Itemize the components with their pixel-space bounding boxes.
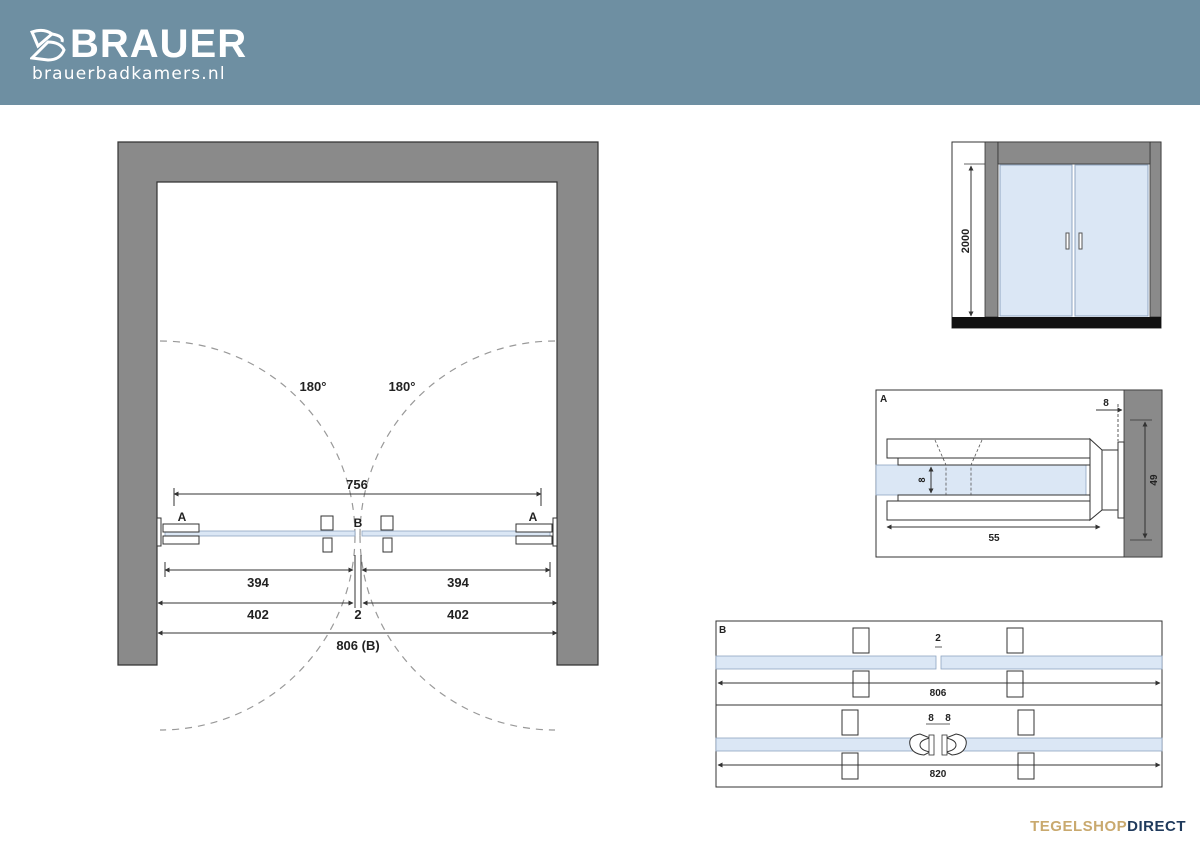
- brauer-logo-icon: [30, 28, 66, 62]
- swing-arc-right-inner: [359, 340, 556, 537]
- wall-plate-left: [156, 517, 162, 547]
- swing-arc-right-outer: [359, 535, 556, 731]
- detail-b-handle-bottom-left: [841, 709, 859, 736]
- handle-left-outer: [322, 537, 333, 553]
- label-a-left: A: [178, 510, 187, 524]
- detail-b-handle-top-right: [1006, 627, 1024, 654]
- detail-b-seal-left-label: 8: [928, 713, 934, 724]
- dim-806-label: 806 (B): [336, 638, 379, 653]
- detail-a-side-label: 49: [1149, 474, 1160, 486]
- detail-a: A 8 8 49 55: [875, 389, 1163, 558]
- elevation-door-left: [999, 164, 1073, 317]
- detail-a-clamp-top: [886, 438, 1091, 459]
- wall-niche: [117, 141, 599, 666]
- detail-b-glass-right-bottom: [959, 737, 1163, 752]
- brand-url: brauerbadkamers.nl: [32, 64, 226, 84]
- swing-arc-left-outer: [159, 535, 356, 731]
- detail-a-glass: [875, 464, 1087, 496]
- detail-b-glass-left-top: [715, 655, 937, 670]
- handle-right-outer: [382, 537, 393, 553]
- handle-left-inner: [320, 515, 334, 531]
- detail-b: B 2 806 8 8 820: [715, 620, 1163, 788]
- detail-a-wall: [1123, 389, 1163, 558]
- dim-394-right-label: 394: [447, 575, 469, 590]
- dim-gap-label: 2: [354, 607, 361, 622]
- label-b: B: [354, 516, 363, 530]
- dim-402-right-label: 402: [447, 607, 469, 622]
- header-bar: BRAUER brauerbadkamers.nl: [0, 0, 1200, 105]
- detail-b-seal-right-label: 8: [945, 713, 951, 724]
- elevation-wall-left: [984, 141, 999, 318]
- wall-plate-right: [552, 517, 558, 547]
- detail-b-glass-left-bottom: [715, 737, 917, 752]
- dim-756-label: 756: [346, 477, 368, 492]
- dim-402-left-label: 402: [247, 607, 269, 622]
- footer-logo: TEGELSHOPDIRECT: [1030, 818, 1186, 835]
- brand-name: BRAUER: [70, 22, 248, 66]
- detail-b-handle-bottom-right: [1017, 709, 1035, 736]
- detail-b-glass-right-top: [940, 655, 1163, 670]
- detail-a-glass-label: 8: [917, 477, 927, 482]
- elevation-floor: [952, 317, 1161, 328]
- elevation-view: 2000: [951, 141, 1162, 329]
- elevation-handle-right: [1078, 232, 1083, 250]
- angle-right-label: 180°: [389, 379, 416, 394]
- glass-panel-left: [164, 530, 356, 537]
- detail-a-hinge-body: [1089, 437, 1103, 522]
- dim-2000-label: 2000: [960, 229, 972, 253]
- footer-logo-part1: TEGELSHOP: [1030, 818, 1128, 835]
- detail-a-top-label: 8: [1103, 398, 1109, 409]
- label-a-right: A: [529, 510, 538, 524]
- detail-a-title: A: [880, 394, 887, 405]
- hinge-left-top: [162, 523, 200, 533]
- dim-394-left-label: 394: [247, 575, 269, 590]
- detail-b-806-label: 806: [930, 688, 947, 699]
- glass-panel-right: [361, 530, 551, 537]
- hinge-left-bottom: [162, 535, 200, 545]
- detail-a-wall-plate: [1117, 441, 1125, 519]
- swing-arc-left-inner: [159, 340, 356, 537]
- elevation-wall-right: [1149, 141, 1162, 318]
- elevation-lintel: [997, 141, 1151, 165]
- detail-b-gap-label: 2: [935, 633, 941, 644]
- plan-view: 180° 180° 756 A B A 394 394: [117, 141, 599, 731]
- hinge-right-bottom: [515, 535, 553, 545]
- hinge-right-top: [515, 523, 553, 533]
- handle-right-inner: [380, 515, 394, 531]
- detail-a-clamp-bottom: [886, 500, 1091, 521]
- footer-logo-part2: DIRECT: [1127, 818, 1186, 835]
- elevation-handle-left: [1065, 232, 1070, 250]
- detail-b-title: B: [719, 625, 726, 636]
- detail-b-handle-top-left: [852, 627, 870, 654]
- angle-left-label: 180°: [300, 379, 327, 394]
- elevation-door-right: [1074, 164, 1149, 317]
- detail-a-bottom-label: 55: [988, 533, 1000, 544]
- detail-b-820-label: 820: [930, 769, 947, 780]
